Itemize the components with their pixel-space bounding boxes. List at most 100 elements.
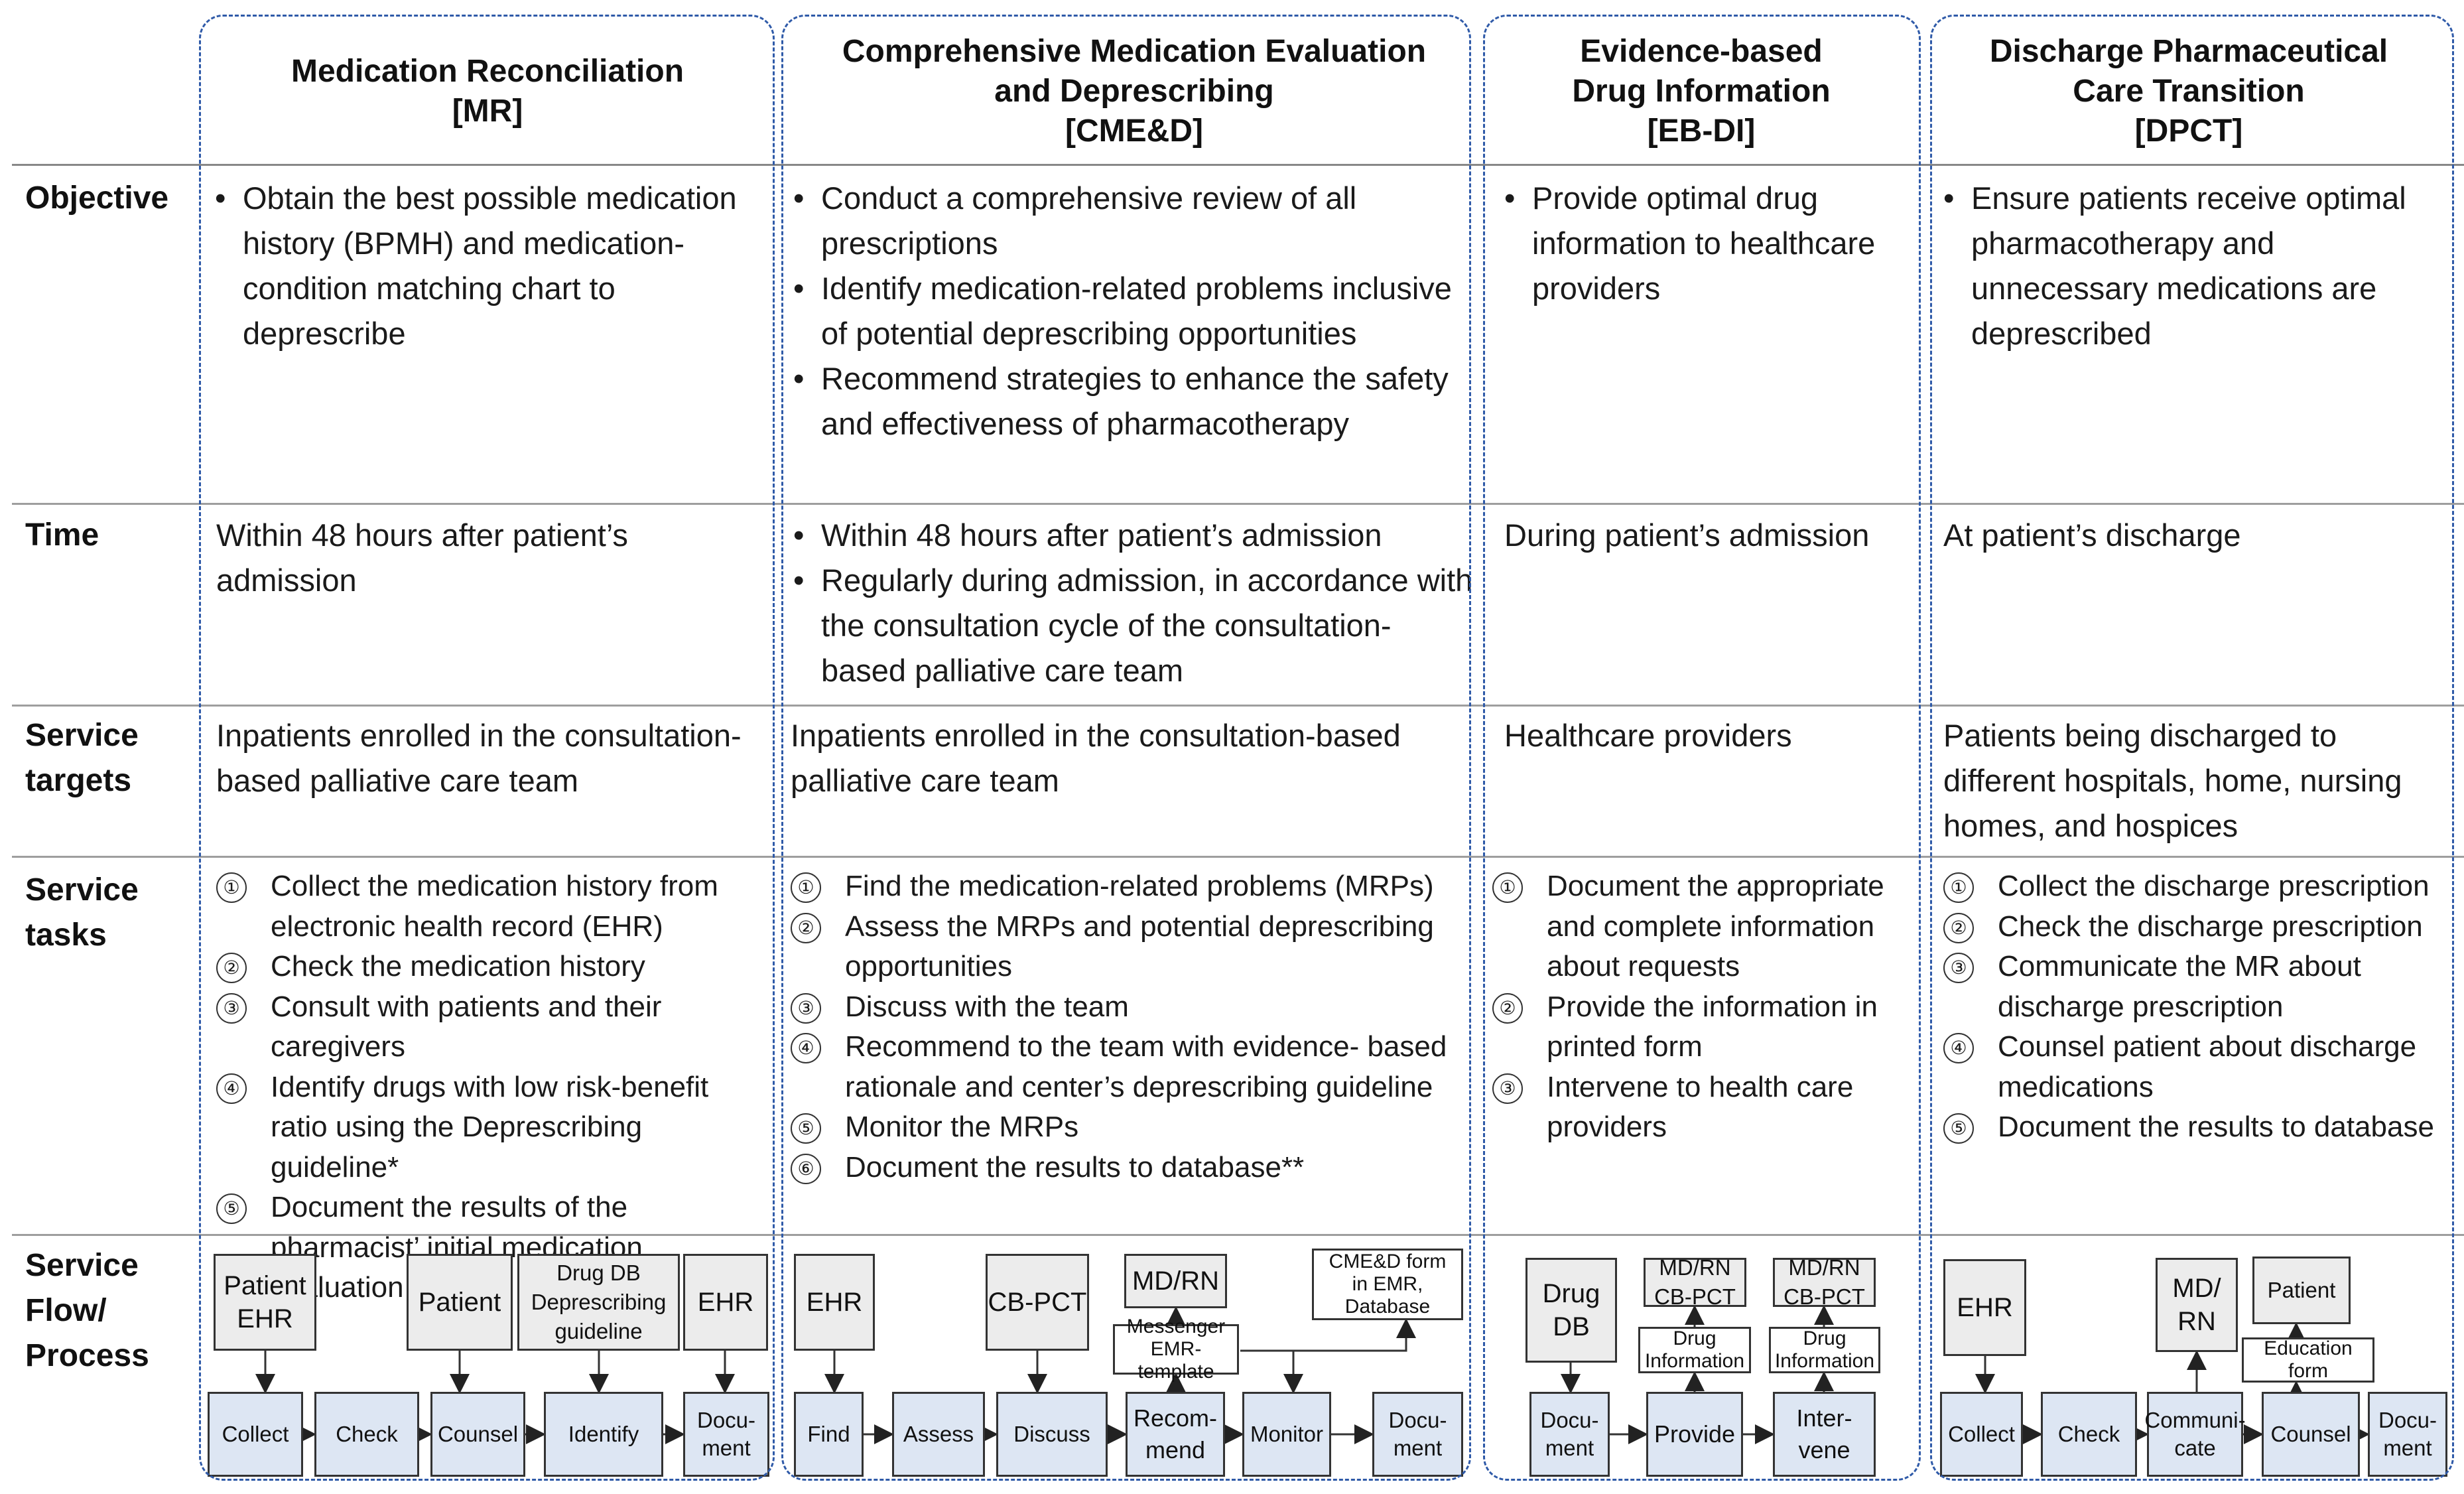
step-identify: Identify — [544, 1392, 663, 1477]
source-md-rn: MD/ RN — [2156, 1258, 2238, 1352]
row-label-targets-2: targets — [25, 763, 132, 798]
task-text: Counsel patient about discharge medicati… — [1998, 1030, 2417, 1103]
task-text: Discuss with the team — [845, 990, 1129, 1023]
source-label: MD/RN — [1659, 1255, 1731, 1280]
time-dpct-text: At patient’s discharge — [1943, 517, 2241, 553]
source-patient: Patient — [2252, 1256, 2351, 1324]
source-label: DB — [1553, 1312, 1590, 1341]
task-item: ① Document the appropriate and complete i… — [1492, 866, 1917, 987]
source-label: MD/RN — [1788, 1255, 1860, 1280]
task-number: ③ — [1943, 953, 1974, 983]
task-number: ③ — [216, 992, 247, 1024]
source-drug-db: Drug DB — [1525, 1258, 1617, 1363]
step-label: Check — [336, 1422, 398, 1446]
source-drug-db-guideline: Drug DB Deprescribing guideline — [517, 1254, 680, 1351]
targets-mr: Inpatients enrolled in the consultation-… — [216, 713, 760, 803]
targets-ebdi-text: Healthcare providers — [1504, 718, 1792, 753]
row-label-time: Time — [25, 513, 99, 558]
task-item: ③ Consult with patients and their caregiv… — [216, 987, 773, 1067]
task-text: Find the medication-related problems (MR… — [845, 870, 1434, 902]
step-label: Communi- — [2144, 1408, 2246, 1432]
row-label-targets: Service targets — [25, 713, 139, 803]
source-label: EMR-template — [1137, 1338, 1214, 1383]
row-divider-time — [12, 503, 2464, 505]
task-text: Consult with patients and their caregive… — [271, 990, 662, 1063]
header-mr-name: Medication Reconciliation — [291, 54, 684, 89]
task-text: Check the medication history — [271, 950, 645, 983]
task-number: ② — [1943, 912, 1974, 943]
task-item: ② Check the medication history — [216, 947, 773, 987]
step-label: ment — [702, 1436, 751, 1460]
task-text: Check the discharge prescription — [1998, 910, 2423, 943]
row-label-tasks: Service tasks — [25, 868, 139, 958]
task-text: Provide the information in printed form — [1547, 990, 1878, 1063]
step-document: Docu- ment — [2368, 1392, 2447, 1477]
step-label: ment — [1545, 1436, 1594, 1460]
task-text: Collect the discharge prescription — [1998, 870, 2430, 902]
step-check: Check — [2041, 1392, 2137, 1477]
source-label: EHR — [1957, 1293, 2013, 1322]
source-label: CME&D form — [1329, 1251, 1447, 1272]
row-divider-targets — [12, 705, 2464, 707]
source-label: Database — [1344, 1296, 1431, 1318]
time-mr-text: Within 48 hours after patient’s admissio… — [216, 517, 628, 598]
header-mr: Medication Reconciliation [MR] — [199, 52, 776, 131]
source-label: Drug DB — [556, 1260, 641, 1285]
row-divider-tasks — [12, 856, 2464, 858]
source-label: EHR — [237, 1304, 293, 1333]
targets-dpct: Patients being discharged to different h… — [1943, 713, 2421, 849]
arrow — [1240, 1318, 1416, 1352]
task-text: Monitor the MRPs — [845, 1111, 1079, 1143]
step-monitor: Monitor — [1242, 1392, 1331, 1477]
step-collect: Collect — [208, 1392, 303, 1477]
task-number: ① — [216, 872, 247, 903]
row-label-objective: Objective — [25, 176, 168, 221]
task-number: ④ — [1943, 1033, 1974, 1063]
source-label: Drug — [1542, 1279, 1600, 1308]
task-number: ② — [216, 953, 247, 983]
table-top-rule — [12, 164, 2464, 166]
task-number: ① — [1492, 872, 1523, 903]
task-number: ② — [1492, 992, 1523, 1024]
header-cmed-name-2: and Deprescribing — [994, 74, 1274, 109]
header-mr-abbr: [MR] — [452, 94, 523, 129]
targets-cmed: Inpatients enrolled in the consultation-… — [791, 713, 1441, 803]
step-label: mend — [1145, 1436, 1206, 1463]
task-number: ③ — [791, 992, 821, 1024]
task-text: Document the results to database — [1998, 1111, 2434, 1143]
header-ebdi-name-2: Drug Information — [1572, 74, 1831, 109]
source-drug-information: Drug Information — [1638, 1327, 1751, 1373]
targets-dpct-text: Patients being discharged to different h… — [1943, 718, 2402, 843]
row-divider-flow — [12, 1234, 2464, 1236]
header-cmed: Comprehensive Medication Evaluation and … — [783, 32, 1486, 151]
task-text: Document the appropriate and complete in… — [1547, 870, 1884, 983]
row-label-time-text: Time — [25, 517, 99, 553]
tasks-ebdi: ① Document the appropriate and complete i… — [1492, 866, 1917, 1148]
task-number: ① — [1943, 872, 1974, 903]
task-text: Assess the MRPs and potential deprescrib… — [845, 910, 1434, 983]
step-label: Docu- — [1540, 1408, 1599, 1432]
step-intervene: Inter- vene — [1773, 1392, 1876, 1477]
header-ebdi: Evidence-based Drug Information [EB-DI] — [1486, 32, 1917, 151]
step-label: Collect — [1948, 1422, 2015, 1446]
source-label: Information — [1774, 1350, 1875, 1372]
row-label-flow-3: Process — [25, 1338, 149, 1373]
source-patient: Patient — [407, 1254, 513, 1351]
source-label: MD/RN — [1132, 1266, 1220, 1296]
source-md-rn-cb-pct: MD/RN CB-PCT — [1773, 1255, 1876, 1309]
targets-ebdi: Healthcare providers — [1504, 713, 1915, 758]
objective-ebdi-item: Provide optimal drug information to heal… — [1500, 176, 1912, 311]
objective-cmed-item: Identify medication-related problems inc… — [789, 266, 1472, 356]
source-label: Drug — [1673, 1327, 1717, 1349]
objective-ebdi: Provide optimal drug information to heal… — [1500, 176, 1912, 311]
task-item: ② Provide the information in printed form — [1492, 987, 1917, 1067]
step-label: Identify — [568, 1422, 639, 1446]
row-label-flow-2: Flow/ — [25, 1293, 107, 1328]
step-document: Docu- ment — [683, 1392, 769, 1477]
step-label: Inter- — [1796, 1404, 1852, 1432]
source-label: EHR — [806, 1288, 863, 1317]
task-item: ① Collect the discharge prescription — [1943, 866, 2454, 907]
source-ehr: EHR — [1943, 1259, 2026, 1356]
